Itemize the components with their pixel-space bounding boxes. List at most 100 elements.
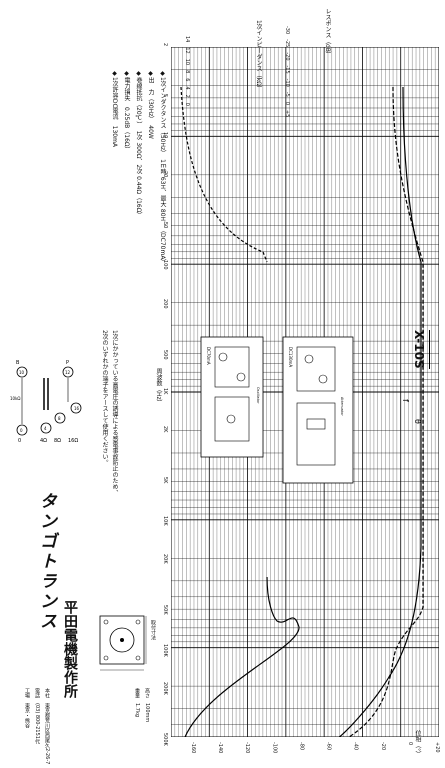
frequency-tick: 5 xyxy=(162,93,168,98)
mounting-plate xyxy=(99,615,147,671)
circuit-label-osc-a: Oscillator xyxy=(256,387,260,404)
spec-value: 1ｍ時 63H、最大 80H：（DC70mA） xyxy=(159,159,166,266)
response-tick-row: -30 -25 -20 -15 -10 -5 0 +5 xyxy=(284,26,290,118)
phase-tick: +20 xyxy=(434,742,440,753)
note-line-2: 2次のいずれかの端子をアースして使用ください。 xyxy=(101,330,108,466)
spec-name: 巻線抵抗（20℃） xyxy=(135,77,142,131)
spec-row: ◆1次インダクタンス（50Hz） 1ｍ時 63H、最大 80H：（DC70mA） xyxy=(158,70,167,265)
phase-tick: -40 xyxy=(352,742,359,751)
terminal-schematic: P B 12 10 16 8 4 0 16Ω 8Ω 4Ω 0 10kΩ xyxy=(10,360,82,444)
phase-tick: 0 xyxy=(406,742,413,746)
terminal-label-0: 0 xyxy=(18,438,21,444)
frequency-tick: 500K xyxy=(162,733,168,746)
company-address: 本社 東京都荒川区西尾久2-26-7 xyxy=(44,688,50,765)
frequency-tick: 20K xyxy=(162,554,168,564)
impedance-tick-row: 14 12 10 8 6 4 2 0 xyxy=(184,36,190,106)
frequency-tick: 200K xyxy=(162,682,168,695)
impedance-curve-high xyxy=(184,576,300,737)
curve-label-f: f xyxy=(401,399,410,402)
phase-tick: -120 xyxy=(244,742,251,754)
response-curve xyxy=(338,86,422,737)
company-info: 本社 東京都荒川区西尾久2-26-7 電話 (03) 800-2151代 工場 … xyxy=(20,688,56,764)
frequency-tick: 5K xyxy=(162,477,168,484)
terminal-4 xyxy=(40,422,52,434)
company-phone: 電話 (03) 800-2151代 xyxy=(34,688,40,744)
bullet-icon: ◆ xyxy=(159,70,166,77)
terminal-num-16: 16 xyxy=(74,406,80,411)
frequency-tick: 200 xyxy=(162,298,168,309)
spec-value: 0.25dB（16Ω） xyxy=(123,107,130,153)
frequency-tick: 1K xyxy=(162,388,168,395)
terminal-label-4: 4Ω xyxy=(40,438,47,444)
terminal-num-0: 0 xyxy=(20,428,23,433)
weight-value: 1.7kg xyxy=(134,703,140,718)
company-factory: 工場 東京・熊谷 xyxy=(24,688,30,728)
spec-name: 出 力（30Hz） xyxy=(147,77,154,126)
circuit-diagram-1: DC70mA Oscillator xyxy=(200,336,264,458)
terminal-label-16: 16Ω xyxy=(68,438,78,444)
phase-curve xyxy=(348,86,424,737)
terminal-num-12: 12 xyxy=(65,370,71,375)
phase-tick: -80 xyxy=(298,742,305,751)
mounting-drawing xyxy=(86,606,150,678)
mounting-label: 取付寸法 xyxy=(150,620,156,640)
impedance-axis-label: 1次インピーダンス（kΩ） xyxy=(255,20,262,92)
spec-name: 1次許容DC電流 xyxy=(111,77,118,126)
spec-row: ◆1次許容DC電流 130mA xyxy=(110,70,119,147)
spec-row: ◆巻線抵抗（20℃） 1次 300Ω、2次 0.44Ω（16Ω） xyxy=(134,70,143,218)
bullet-icon: ◆ xyxy=(123,70,130,77)
frequency-tick: 10 xyxy=(162,132,168,139)
terminal-10 xyxy=(16,366,28,378)
frequency-tick: 500 xyxy=(162,349,168,360)
spec-row: ◆電力損失 0.25dB（16Ω） xyxy=(122,70,131,153)
spec-name: 1次インダクタンス（50Hz） xyxy=(159,77,166,160)
spec-value: 1次 300Ω、2次 0.44Ω（16Ω） xyxy=(135,130,142,219)
weight-label: 重量 xyxy=(134,688,140,698)
frequency-tick: 2 xyxy=(162,43,168,47)
phase-tick: -160 xyxy=(190,742,196,754)
frequency-tick: 50 xyxy=(162,221,168,229)
model-title: X-10S xyxy=(412,330,430,369)
frequency-tick: 50K xyxy=(162,605,168,615)
terminal-label-b: B xyxy=(16,360,20,366)
spec-value: 40W xyxy=(147,125,154,139)
response-graph: Zp f θ DC70mA Oscillator DC130mA Attenua… xyxy=(171,47,439,737)
spec-name: 電力損失 xyxy=(123,77,130,107)
terminal-num-10: 10 xyxy=(19,370,25,375)
frequency-tick: 2K xyxy=(162,426,168,433)
circuit-label-dc-b: DC130mA xyxy=(288,347,293,367)
height-label: 高さ xyxy=(144,688,150,698)
phase-tick: -100 xyxy=(271,742,278,754)
phase-axis-label: 位相（°） xyxy=(414,730,421,757)
curve-label-theta: θ xyxy=(413,419,422,424)
response-axis-label: レスポンス（dB） xyxy=(324,8,331,58)
circuit-label-att: Attenuator xyxy=(340,397,344,416)
company-name: 平田電機製作所 xyxy=(62,600,78,698)
phase-tick: -140 xyxy=(217,742,224,754)
note-line-1: 1次にかかっている高電圧の誘導による感電事故防止のため、 xyxy=(111,330,118,496)
terminal-num-4: 4 xyxy=(44,426,47,431)
phase-tick: -20 xyxy=(379,742,386,751)
terminal-label-p: P xyxy=(66,360,69,366)
terminal-8 xyxy=(54,412,66,424)
impedance-curve-low xyxy=(180,86,268,263)
spec-value: 130mA xyxy=(111,125,118,148)
bullet-icon: ◆ xyxy=(111,70,118,77)
spec-list: ◆1次インダクタンス（50Hz） 1ｍ時 63H、最大 80H：（DC70mA）… xyxy=(108,70,168,320)
bullet-icon: ◆ xyxy=(147,70,154,77)
frequency-axis-label: 周波数（Hz） xyxy=(155,368,162,406)
brand-title: タンゴトランス xyxy=(36,492,56,632)
bullet-icon: ◆ xyxy=(135,70,142,77)
height-value: 100mm xyxy=(144,703,150,723)
circuit-diagram-2: DC130mA Attenuator xyxy=(282,336,354,484)
frequency-tick: 10K xyxy=(162,515,168,526)
terminal-label-8: 8Ω xyxy=(54,438,61,444)
terminal-16 xyxy=(70,402,82,414)
terminal-0 xyxy=(16,424,28,436)
spec-row: ◆出 力（30Hz） 40W xyxy=(146,70,155,139)
frequency-tick: 100 xyxy=(162,260,168,270)
circuit-label-dc-a: DC70mA xyxy=(206,347,211,365)
frequency-tick: 20 xyxy=(162,170,168,178)
phase-tick: -60 xyxy=(325,742,332,751)
